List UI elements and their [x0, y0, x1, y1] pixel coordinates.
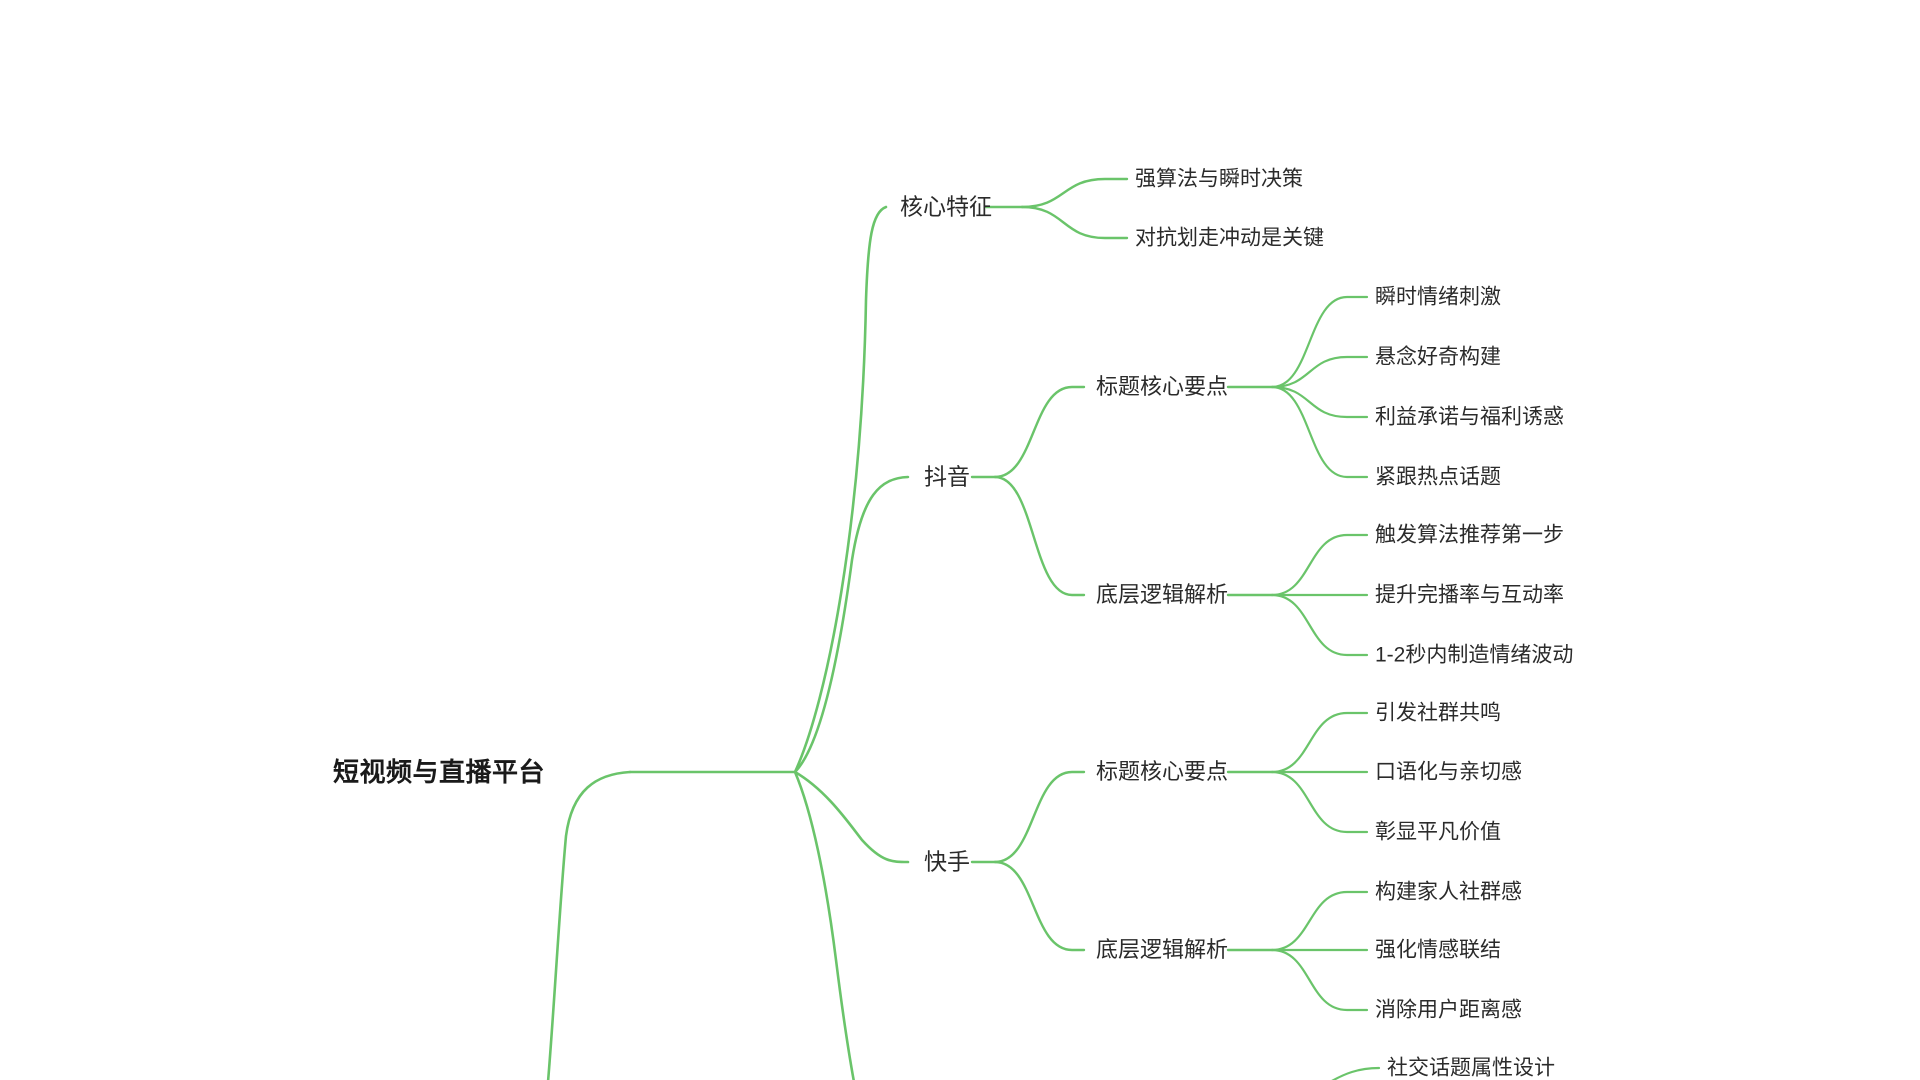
connector-branch — [1020, 177, 1129, 209]
mindmap-leaf-node[interactable]: 触发算法推荐第一步 — [1375, 523, 1564, 547]
connector-branch — [1270, 385, 1369, 479]
connector-branch — [1270, 385, 1369, 419]
connector-branch — [546, 770, 632, 1080]
mindmap-leaf-node[interactable]: 紧跟热点话题 — [1375, 465, 1501, 489]
mindmap-leaf-node[interactable]: 强算法与瞬时决策 — [1135, 167, 1303, 191]
mindmap-leaf-node[interactable]: 强化情感联结 — [1375, 938, 1501, 962]
mindmap-node-kuaishou-title-points[interactable]: 标题核心要点 — [1096, 759, 1229, 784]
mindmap-node-douyin[interactable]: 抖音 — [924, 463, 970, 490]
connector-branch — [793, 770, 855, 1080]
mindmap-leaf-node[interactable]: 口语化与亲切感 — [1375, 760, 1522, 784]
mindmap-node-core-features[interactable]: 核心特征 — [900, 193, 992, 220]
connector-branch — [793, 475, 910, 774]
mindmap-leaf-node[interactable]: 社交话题属性设计 — [1387, 1056, 1555, 1080]
mindmap-leaf-node[interactable]: 彰显平凡价值 — [1375, 820, 1501, 844]
connector-branch — [1270, 770, 1369, 834]
connector-branch — [1270, 890, 1369, 952]
mindmap-leaf-node[interactable]: 瞬时情绪刺激 — [1375, 285, 1501, 309]
connector-branch — [793, 205, 888, 774]
connector-branch — [1020, 205, 1129, 240]
mindmap-leaf-node[interactable]: 利益承诺与福利诱惑 — [1375, 405, 1564, 429]
connector-branch — [1270, 948, 1369, 1012]
mindmap-leaf-node[interactable]: 1-2秒内制造情绪波动 — [1375, 643, 1574, 667]
mindmap-leaf-node[interactable]: 提升完播率与互动率 — [1375, 583, 1564, 607]
mindmap-node-kuaishou-underlying-logic[interactable]: 底层逻辑解析 — [1096, 937, 1229, 962]
mindmap-leaf-node[interactable]: 消除用户距离感 — [1375, 998, 1522, 1022]
connector-branch — [1331, 1066, 1381, 1080]
connector-branch — [1270, 711, 1369, 774]
mindmap-leaf-node[interactable]: 悬念好奇构建 — [1375, 345, 1501, 369]
connector-branch — [1270, 355, 1369, 389]
mindmap-node-kuaishou[interactable]: 快手 — [924, 848, 970, 875]
connector-branch — [993, 860, 1086, 952]
mindmap-root-node[interactable]: 短视频与直播平台 — [332, 757, 545, 787]
connector-branch — [1270, 295, 1369, 389]
connector-branch — [993, 770, 1086, 864]
connector-branch — [1270, 593, 1369, 657]
connector-branch — [793, 770, 910, 864]
mindmap-leaf-node[interactable]: 引发社群共鸣 — [1375, 701, 1501, 725]
mindmap-leaf-node[interactable]: 构建家人社群感 — [1375, 880, 1522, 904]
mindmap-leaf-node[interactable]: 对抗划走冲动是关键 — [1135, 226, 1324, 250]
connector-branch — [993, 475, 1086, 597]
connector-branch — [1270, 533, 1369, 597]
mindmap-node-douyin-title-points[interactable]: 标题核心要点 — [1096, 374, 1229, 399]
mindmap-node-douyin-underlying-logic[interactable]: 底层逻辑解析 — [1096, 582, 1229, 607]
connector-branch — [993, 385, 1086, 479]
